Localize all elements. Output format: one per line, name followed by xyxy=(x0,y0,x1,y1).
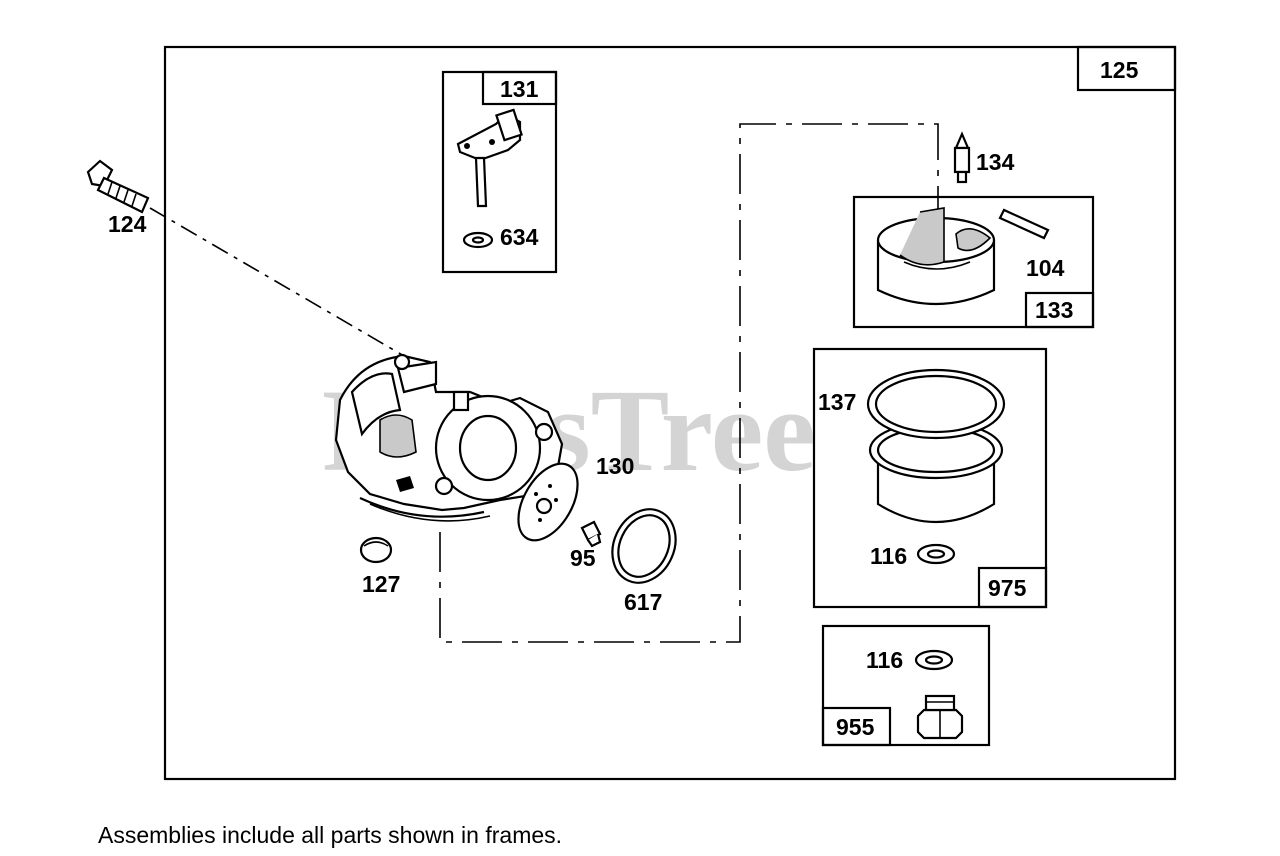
bowl-icon xyxy=(866,368,1006,524)
label-137: 137 xyxy=(818,389,856,415)
frame-955-tag xyxy=(821,706,892,747)
float-icon xyxy=(876,207,996,306)
caption: Assemblies include all parts shown in fr… xyxy=(98,822,563,848)
frame-955 xyxy=(821,624,991,747)
jet-95-icon xyxy=(580,520,602,548)
washer-116b-icon xyxy=(914,649,954,671)
drain-plug-icon xyxy=(916,694,964,740)
throttle-shaft-icon xyxy=(456,108,523,208)
label-116a: 116 xyxy=(870,543,907,569)
label-634: 634 xyxy=(500,224,539,250)
frame-955-label: 955 xyxy=(836,714,875,740)
washer-634-icon xyxy=(462,231,494,249)
gasket-130-icon xyxy=(517,462,579,542)
washer-116a-icon xyxy=(916,543,956,565)
frame-975-label: 975 xyxy=(988,575,1027,601)
carburetor-body-icon xyxy=(334,353,564,522)
label-104: 104 xyxy=(1026,255,1065,281)
frame-133-label: 133 xyxy=(1035,297,1073,323)
frame-975 xyxy=(812,347,1048,609)
leader-float xyxy=(439,123,939,643)
frame-125-label: 125 xyxy=(1100,57,1139,83)
label-617: 617 xyxy=(624,589,662,615)
frame-125-tag xyxy=(1076,45,1177,92)
label-116b: 116 xyxy=(866,647,903,673)
frame-131-tag xyxy=(481,70,558,106)
frame-131-label: 131 xyxy=(500,76,539,102)
frame-133 xyxy=(852,195,1095,329)
pin-104-icon xyxy=(998,208,1050,240)
label-134: 134 xyxy=(976,149,1015,175)
label-127: 127 xyxy=(362,571,400,597)
plug-127-icon xyxy=(359,536,393,564)
leader-124 xyxy=(149,207,405,357)
bolt-124-icon xyxy=(86,159,150,214)
label-95: 95 xyxy=(570,545,596,571)
frame-975-tag xyxy=(977,566,1048,609)
needle-134-icon xyxy=(953,131,971,184)
label-130: 130 xyxy=(596,453,634,479)
label-124: 124 xyxy=(108,211,147,237)
oring-617-icon xyxy=(611,508,677,584)
outer-frame xyxy=(163,45,1177,781)
frame-133-tag xyxy=(1024,291,1095,329)
